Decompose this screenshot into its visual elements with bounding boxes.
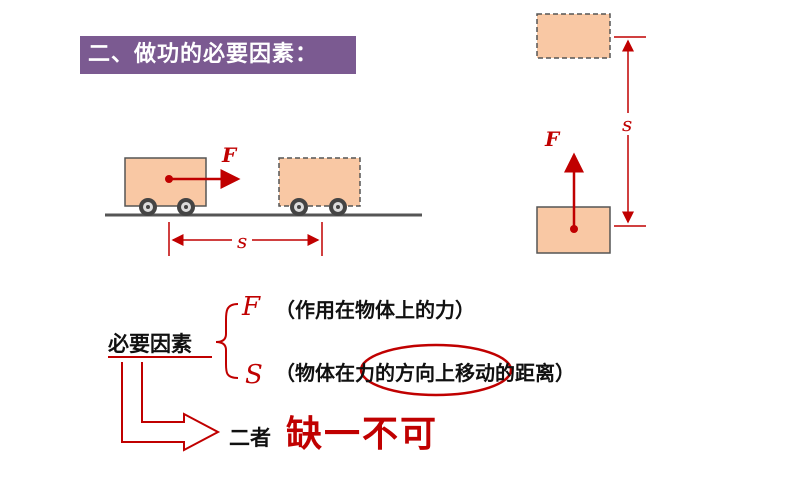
wheel (139, 198, 157, 216)
vertical-work-diagram: F s (536, 13, 646, 254)
wheel (177, 198, 195, 216)
factors-label: 必要因素 (108, 332, 192, 356)
distance-label-vertical: s (622, 112, 632, 136)
force-label-horizontal: F (221, 143, 238, 167)
highlight-ellipse (359, 343, 513, 397)
horizontal-work-diagram: F s (105, 143, 422, 256)
section-heading: 二、做功的必要因素： (80, 36, 356, 74)
wheel (329, 198, 347, 216)
distance-label-horizontal: s (237, 229, 247, 253)
factor-description-distance: （物体在力的方向上移动的距离） (275, 361, 575, 385)
box-end (536, 13, 611, 59)
cart-end (278, 157, 361, 207)
cart-start (124, 157, 207, 207)
conclusion-connector (108, 356, 221, 452)
force-label-vertical: F (544, 127, 561, 151)
conclusion-emphasis: 缺一不可 (286, 414, 439, 455)
factors-brace (215, 303, 239, 379)
factor-description-force: （作用在物体上的力） (275, 298, 475, 322)
factor-symbol-distance: S (245, 360, 263, 390)
conclusion-prefix: 二者 (229, 426, 271, 450)
wheel (290, 198, 308, 216)
factor-symbol-force: F (242, 292, 261, 322)
